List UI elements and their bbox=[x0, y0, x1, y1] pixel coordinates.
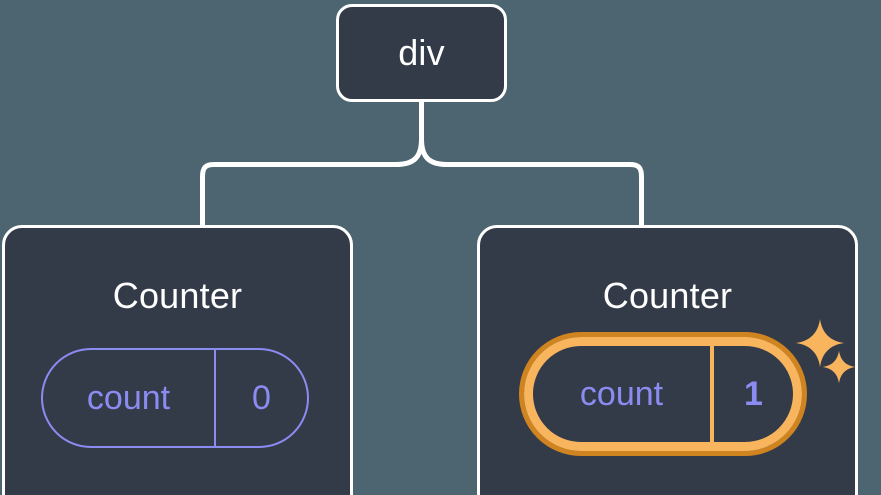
state-key-label: count bbox=[43, 350, 216, 446]
sparkle-small-icon bbox=[822, 350, 856, 384]
state-key-label: count bbox=[533, 346, 714, 442]
state-pill-highlight-ring: count 1 bbox=[524, 337, 802, 451]
state-pill-left[interactable]: count 0 bbox=[41, 348, 309, 448]
node-div-label: div bbox=[398, 32, 445, 73]
sparkle-large-icon bbox=[796, 319, 844, 367]
node-div[interactable]: div bbox=[336, 4, 507, 102]
node-counter-left-title: Counter bbox=[112, 275, 243, 316]
state-value-label: 1 bbox=[744, 375, 763, 413]
state-pill-right-highlighted[interactable]: count 1 bbox=[519, 332, 807, 456]
state-value-label: 0 bbox=[252, 379, 271, 417]
node-counter-right-title: Counter bbox=[602, 275, 733, 316]
